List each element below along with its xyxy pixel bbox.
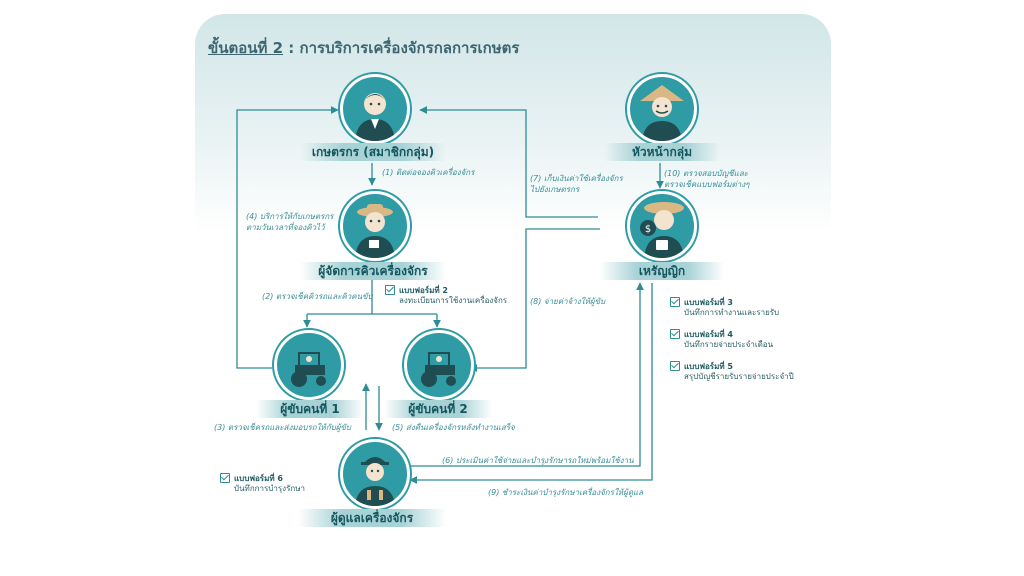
step-10-note: (10) ตรวจสอบบัญชีและตรวจเช็คแบบฟอร์มต่าง… — [664, 168, 749, 190]
treasurer-avatar: $ — [627, 191, 697, 261]
form-4-checkbox-icon — [670, 329, 680, 339]
treasurer-label: เหรัญญิก — [600, 262, 724, 280]
driver-1-label: ผู้ขับคนที่ 1 — [256, 400, 364, 418]
step-4-note: (4) บริการให้กับเกษตรกรตามวันเวลาที่จองค… — [246, 211, 333, 233]
form-2-checkbox-icon — [385, 285, 395, 295]
arrow-step-2 — [306, 278, 438, 326]
farmer-label: เกษตรกร (สมาชิกกลุ่ม) — [300, 143, 446, 161]
form-6-checkbox-icon — [220, 473, 230, 483]
step-8-note: (8) จ่ายค่าจ้างให้ผู้ขับ — [530, 297, 606, 306]
step-7-note: (7) เก็บเงินค่าใช้เครื่องจักรไปยังเกษตรก… — [530, 173, 623, 195]
maintainer-avatar — [340, 439, 410, 509]
group-head-label: หัวหน้ากลุ่ม — [604, 143, 720, 161]
step-4-line-1: (4) บริการให้กับเกษตรกร — [246, 212, 334, 221]
form-3-desc: บันทึกการทำงานและรายรับ — [684, 308, 780, 317]
form-5-desc: สรุปบัญชีรายรับรายจ่ายประจำปี — [684, 372, 794, 381]
arrow-step-8 — [469, 228, 600, 372]
form-3-checkbox-icon — [670, 297, 680, 307]
diagram-panel — [195, 14, 831, 560]
form-2-desc: ลงทะเบียนการใช้งานเครื่องจักร — [399, 296, 508, 305]
step-7-line-2: ไปยังเกษตรกร — [530, 185, 580, 194]
form-4-name: แบบฟอร์มที่ 4 — [684, 330, 733, 339]
form-6-name: แบบฟอร์มที่ 6 — [234, 474, 283, 483]
step-10-line-2: ตรวจเช็คแบบฟอร์มต่างๆ — [664, 180, 750, 189]
step-9-note: (9) ชำระเงินค่าบำรุงรักษาเครื่องจักรให้ผ… — [488, 488, 644, 497]
step-5-note: (5) ส่งคืนเครื่องจักรหลังทำงานเสร็จ — [392, 423, 515, 432]
driver-1-avatar — [274, 330, 344, 400]
queue-manager-label: ผู้จัดการคิวเครื่องจักร — [300, 262, 446, 280]
step-7-line-1: (7) เก็บเงินค่าใช้เครื่องจักร — [530, 174, 623, 183]
arrow-step-9 — [409, 283, 653, 484]
step-2-note: (2) ตรวจเช็คคิวรถและคิวคนขับ — [262, 292, 373, 301]
title-step: ขั้นตอนที่ 2 — [208, 39, 284, 57]
arrow-step-4 — [236, 106, 339, 369]
farmer-avatar — [340, 74, 410, 144]
step-1-note: (1) ติดต่อจองคิวเครื่องจักร — [382, 168, 475, 177]
group-head-avatar — [627, 74, 697, 144]
form-6-desc: บันทึกการบำรุงรักษา — [234, 484, 305, 493]
queue-manager-avatar — [340, 191, 410, 261]
step-4-line-2: ตามวันเวลาที่จองคิวไว้ — [246, 223, 325, 232]
title-separator: : — [283, 39, 300, 57]
form-4-desc: บันทึกรายจ่ายประจำเดือน — [684, 340, 774, 349]
form-3-name: แบบฟอร์มที่ 3 — [684, 298, 733, 307]
step-3-note: (3) ตรวจเช็ครถและส่งมอบรถให้กับผู้ขับ — [214, 423, 351, 432]
step-10-line-1: (10) ตรวจสอบบัญชีและ — [664, 169, 749, 178]
driver-2-avatar — [404, 330, 474, 400]
svg-text:$: $ — [645, 224, 651, 235]
step-6-note: (6) ประเมินค่าใช้จ่ายและบำรุงรักษารถใหม่… — [442, 456, 634, 465]
arrow-step-6 — [408, 282, 644, 467]
arrow-step-7 — [419, 106, 598, 218]
form-5-name: แบบฟอร์มที่ 5 — [684, 362, 733, 371]
form-5-checkbox-icon — [670, 361, 680, 371]
title-text: การบริการเครื่องจักรกลการเกษตร — [299, 39, 520, 57]
page-title: ขั้นตอนที่ 2 : การบริการเครื่องจักรกลการ… — [208, 36, 519, 60]
form-2-name: แบบฟอร์มที่ 2 — [399, 286, 448, 295]
maintainer-label: ผู้ดูแลเครื่องจักร — [298, 509, 446, 527]
driver-2-label: ผู้ขับคนที่ 2 — [384, 400, 492, 418]
